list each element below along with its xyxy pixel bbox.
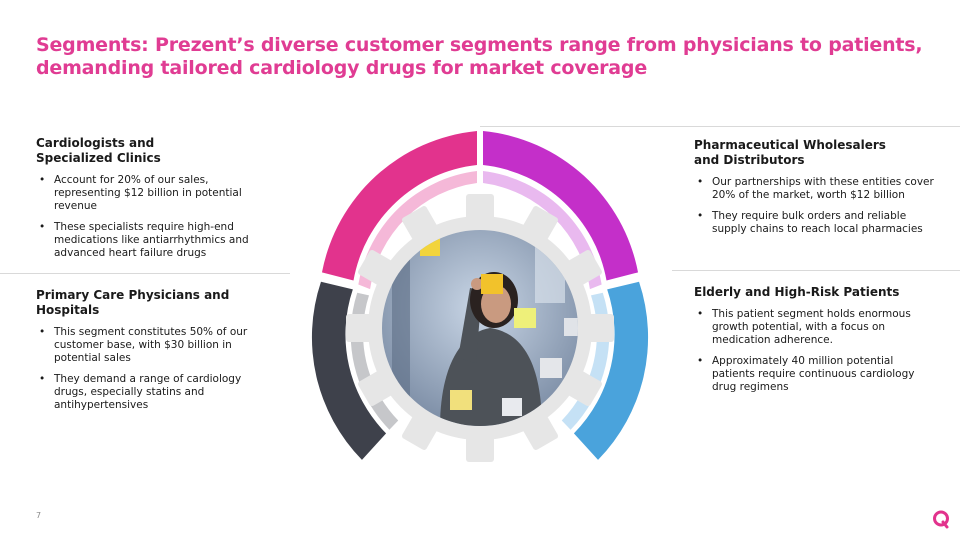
arc-segment-wholesalers xyxy=(483,131,639,281)
segment-primary-care: Primary Care Physicians and Hospitals Th… xyxy=(36,288,261,420)
bullet-item: They demand a range of cardiology drugs,… xyxy=(36,373,261,412)
divider-top-right xyxy=(480,126,960,127)
bullet-item: This segment constitutes 50% of our cust… xyxy=(36,326,261,365)
bullet-item: Account for 20% of our sales, representi… xyxy=(36,174,266,213)
arc-segment-elderly-patients xyxy=(573,281,649,460)
divider-right xyxy=(672,270,960,271)
segment-heading-line: Pharmaceutical Wholesalers xyxy=(694,138,886,152)
bullet-item: This patient segment holds enormous grow… xyxy=(694,308,934,347)
photo-woman-sticky-notes xyxy=(382,230,578,426)
segment-elderly-patients: Elderly and High-Risk Patients This pati… xyxy=(694,285,934,402)
arc-segment-primary-care xyxy=(311,281,387,460)
segment-heading-line: Specialized Clinics xyxy=(36,151,161,165)
segments-gear-diagram xyxy=(311,131,649,462)
bullet-item: These specialists require high-end medic… xyxy=(36,221,266,260)
divider-left xyxy=(0,273,290,274)
segment-heading: Elderly and High-Risk Patients xyxy=(694,285,900,299)
segment-heading: Primary Care Physicians and Hospitals xyxy=(36,288,230,317)
segment-heading-line: and Distributors xyxy=(694,153,805,167)
bullet-item: Approximately 40 million potential patie… xyxy=(694,355,934,394)
prezent-logo-icon xyxy=(933,510,949,529)
segment-cardiologists: Cardiologists and Specialized Clinics Ac… xyxy=(36,136,266,268)
page-title: Segments: Prezent’s diverse customer seg… xyxy=(36,34,923,79)
segment-heading: Cardiologists and Specialized Clinics xyxy=(36,136,266,166)
bullet-item: Our partnerships with these entities cov… xyxy=(694,176,934,202)
bullet-item: They require bulk orders and reliable su… xyxy=(694,210,934,236)
segment-heading: Pharmaceutical Wholesalers and Distribut… xyxy=(694,138,934,168)
segment-wholesalers: Pharmaceutical Wholesalers and Distribut… xyxy=(694,138,934,244)
page-number: 7 xyxy=(36,511,42,520)
arc-segment-cardiologists xyxy=(321,131,477,281)
segment-heading-line: Cardiologists and xyxy=(36,136,155,150)
